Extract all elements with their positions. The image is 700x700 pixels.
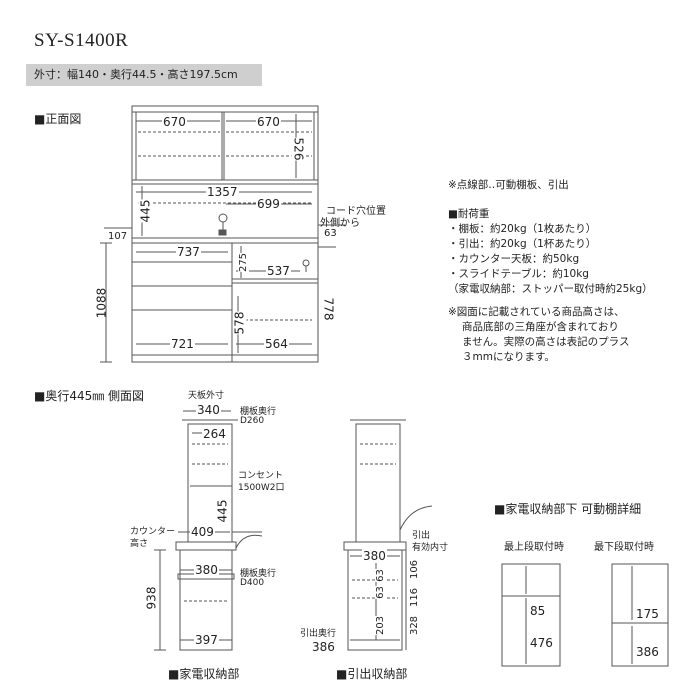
dim-bottom-left-width: 721 [170,337,195,351]
counter-label-1: カウンター [130,527,176,537]
top-outer-label: 天板外寸 [188,391,225,401]
notes-block: ※点線部‥可動棚板、引出 ■耐荷重 ・棚板：約20kg（1枚あたり） ・引出：約… [448,178,653,365]
dim-inner-width: 1357 [206,185,239,199]
drawer-depth-label: 引出奥行 [300,629,337,639]
dim-base-height: 938 [144,586,159,610]
appliance-caption: ■家電収納部 [168,667,240,681]
dim-upper-height: 526 [291,137,306,161]
load-item: ・スライドテーブル：約10kg [448,268,589,280]
outer-dimensions-banner: 外寸：幅140・奥行44.5・高さ197.5cm [26,64,262,86]
cord-label-2: 外側から [320,218,360,229]
detail-bottom-outline [611,563,669,667]
dim-counter-height: 445 [215,499,230,523]
cord-label-1: コード穴位置 [326,206,386,217]
dim-drawer-width: 737 [176,245,201,259]
drawer-upper-outline [355,423,401,543]
shelf-depth-value: D260 [240,416,265,426]
dim-slide-depth: 380 [194,563,219,577]
height-note: ３mmになります。 [462,351,555,363]
dim-top-lower: 476 [530,636,553,650]
front-cabinet-outline [131,105,319,363]
dim-bottom-upper: 175 [636,607,659,621]
dim-left-offset: 107 [108,231,128,242]
side-view-title: ■奥行445㎜ 側面図 [34,389,145,403]
drawer-caption: ■引出収納部 [336,667,408,681]
dim-upper-depth: 264 [202,427,227,441]
detail-title: ■家電収納部下 可動棚詳細 [494,502,642,516]
dim-top-upper: 85 [530,604,546,618]
dim-counter-depth: 409 [190,525,215,539]
detail-bottom-label: 最下段取付時 [594,542,654,553]
dim-drawer-h1: 63 [374,569,386,582]
dim-cord-offset: 63 [324,228,337,239]
dotted-note: ※点線部‥可動棚板、引出 [448,179,569,191]
dim-lower-right-height: 778 [321,297,336,321]
load-item: ・引出：約20kg（1杯あたり） [448,238,597,250]
detail-top-outline [501,563,561,667]
dim-bottom-right-width: 564 [264,337,289,351]
dim-drawer-h3: 203 [375,615,387,636]
load-title: ■耐荷重 [448,208,490,220]
dim-drawer-h2: 63 [374,586,386,599]
outlet-label-1: コンセント [238,471,284,481]
detail-top-label: 最上段取付時 [504,542,564,553]
dim-top-right-width: 670 [256,115,281,129]
height-note: ※図面に記載されている商品高さは、 [448,306,625,318]
dim-side-h3: 328 [409,615,421,636]
counter-label-2: 高さ [130,539,149,549]
dim-top-outer: 340 [196,403,221,417]
load-item: ・カウンター天板：約50kg [448,253,580,265]
dim-bottom-lower: 386 [636,645,659,659]
lower-shelf-depth-value: D400 [240,578,265,588]
height-note: ません。実際の高さは表記のプラス [462,336,630,348]
model-title: SY-S1400R [34,30,129,51]
dim-counter-width: 699 [256,197,281,211]
dim-side-h1: 106 [409,559,421,580]
dim-right-inner-width: 537 [266,264,291,278]
dim-lower-inner-height: 578 [232,311,247,335]
lower-shelf-depth-label: 棚板奥行 [240,569,277,579]
inner-label-1: 引出 [412,531,431,541]
dim-side-h2: 116 [409,587,421,608]
dim-counter-space-height: 445 [138,199,153,223]
shelf-depth-label: 棚板奥行 [240,407,277,417]
dim-drawer-depth: 386 [312,640,335,654]
load-item: ・棚板：約20kg（1枚あたり） [448,223,597,235]
dim-inner-depth: 380 [362,549,387,563]
outlet-label-2: 1500W2口 [238,483,285,493]
side-lower-outline [179,549,233,651]
dim-base-depth: 397 [194,633,219,647]
height-note: 商品底部の三角座が含まれており [462,321,619,333]
dim-top-left-width: 670 [162,115,187,129]
load-item: （家電収納部：ストッパー取付時約25kg） [448,283,653,295]
dim-small-height: 275 [238,252,250,273]
inner-label-2: 有効内寸 [412,543,449,553]
dim-total-height: 1088 [94,287,109,319]
front-view-title: ■正面図 [34,112,82,126]
